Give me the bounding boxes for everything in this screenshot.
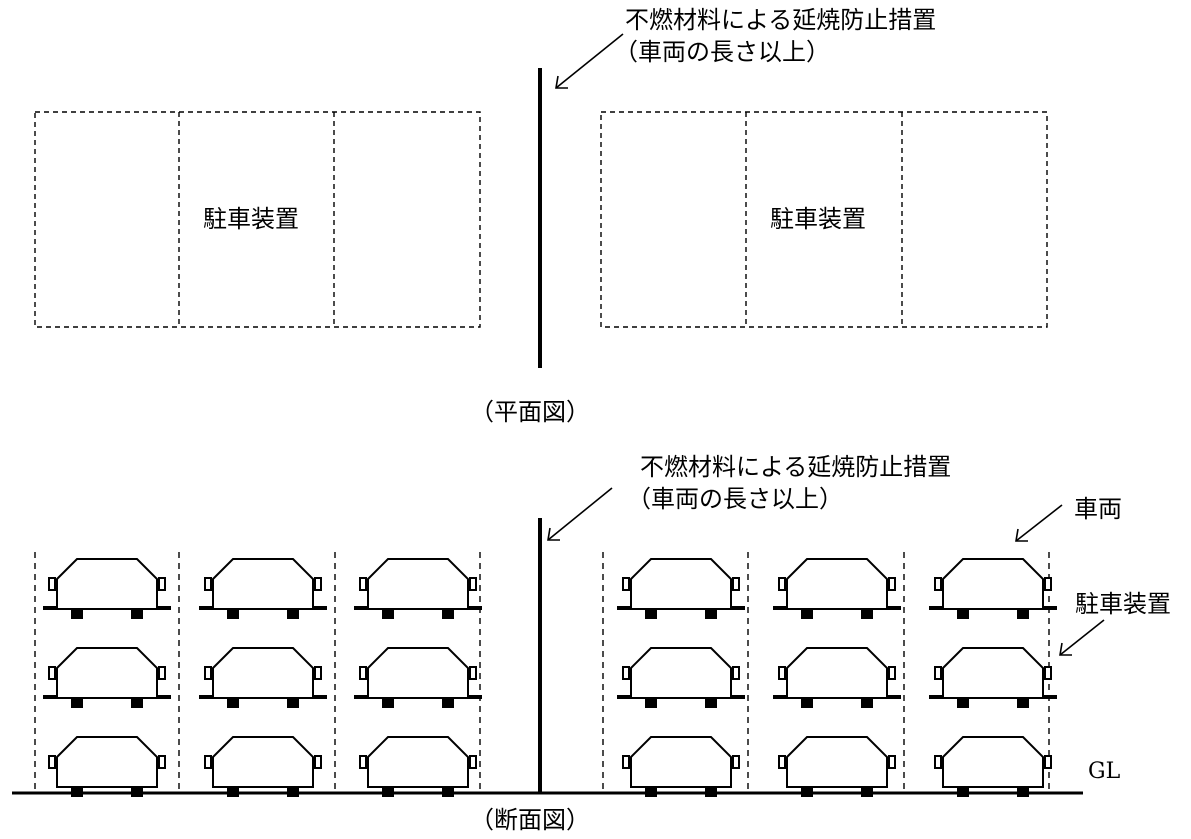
vehicle-icon bbox=[778, 736, 896, 798]
vehicle-icon bbox=[934, 736, 1052, 798]
plan-left-parking-device bbox=[34, 111, 481, 328]
vehicle-icon bbox=[934, 558, 1052, 620]
vehicle-icon bbox=[778, 647, 896, 709]
vehicle-callout-arrow bbox=[1015, 504, 1063, 542]
section-view-caption: （断面図） bbox=[470, 806, 590, 834]
plan-view bbox=[34, 33, 1048, 368]
vehicle-icon bbox=[778, 558, 896, 620]
vehicle-icon bbox=[48, 647, 166, 709]
section-view bbox=[12, 487, 1105, 798]
plan-left-unit-label: 駐車装置 bbox=[203, 205, 299, 233]
vehicle-icon bbox=[48, 736, 166, 798]
plan-callout-arrow bbox=[555, 33, 624, 89]
vehicle-label: 車両 bbox=[1074, 495, 1122, 523]
plan-view-caption: （平面図） bbox=[470, 398, 590, 426]
vehicle-icon bbox=[622, 736, 740, 798]
section-platforms bbox=[43, 606, 1057, 699]
vehicle-icon bbox=[622, 558, 740, 620]
section-column-dividers bbox=[34, 552, 1050, 790]
plan-right-unit-label: 駐車装置 bbox=[770, 205, 866, 233]
vehicle-icon bbox=[204, 647, 322, 709]
vehicle-icon bbox=[622, 647, 740, 709]
vehicle-icon bbox=[934, 647, 1052, 709]
device-callout-arrow bbox=[1059, 619, 1105, 656]
section-callout-line1: 不燃材料による延焼防止措置 bbox=[640, 453, 952, 481]
vehicle-icon bbox=[359, 558, 477, 620]
vehicle-icon bbox=[204, 558, 322, 620]
vehicle-icon bbox=[204, 736, 322, 798]
vehicle-icon bbox=[48, 558, 166, 620]
section-callout-line2: （車両の長さ以上） bbox=[627, 485, 843, 513]
vehicle-icon bbox=[359, 736, 477, 798]
section-vehicles bbox=[48, 558, 1052, 798]
vehicle-icon bbox=[359, 647, 477, 709]
parking-device-label: 駐車装置 bbox=[1075, 590, 1171, 618]
plan-callout-line2: （車両の長さ以上） bbox=[614, 38, 830, 66]
section-callout-arrow bbox=[547, 487, 613, 541]
plan-right-parking-device bbox=[600, 111, 1048, 328]
ground-level-label: GL bbox=[1088, 759, 1121, 784]
plan-callout-line1: 不燃材料による延焼防止措置 bbox=[625, 6, 937, 34]
